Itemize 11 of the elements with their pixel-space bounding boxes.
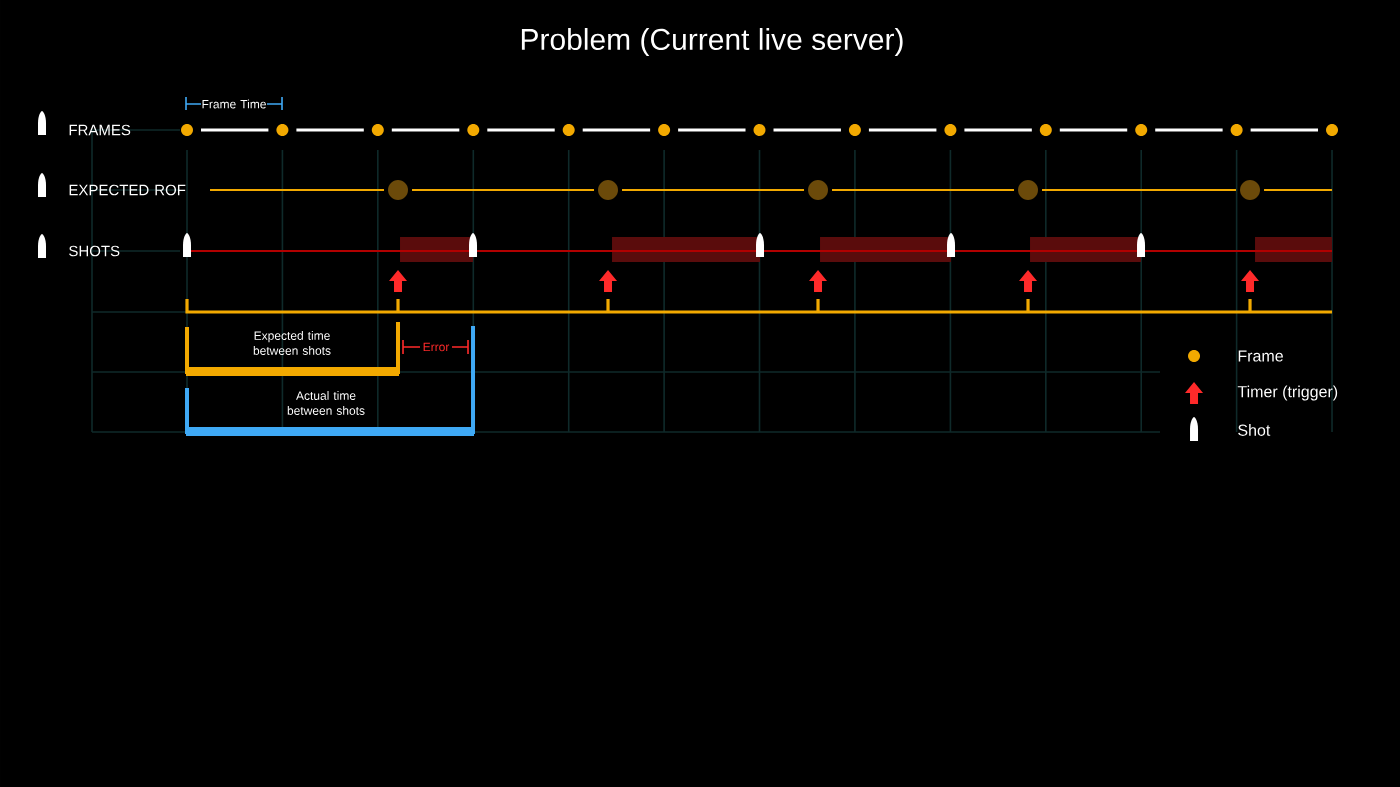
row-label: SHOTS [69,245,120,257]
legend-label: Frame [1238,350,1283,362]
row-label: EXPECTED ROF [69,184,186,196]
row-label: FRAMES [69,124,131,136]
frame-time-label: Frame Time [202,99,266,109]
legend-label: Shot [1238,424,1271,436]
legend-label: Timer (trigger) [1237,385,1338,401]
error-label: Error [423,342,450,352]
title: Problem (Current live server) [521,28,903,56]
span-label: Expected time between shots [253,331,331,355]
span-label: Actual time between shots [287,391,365,415]
